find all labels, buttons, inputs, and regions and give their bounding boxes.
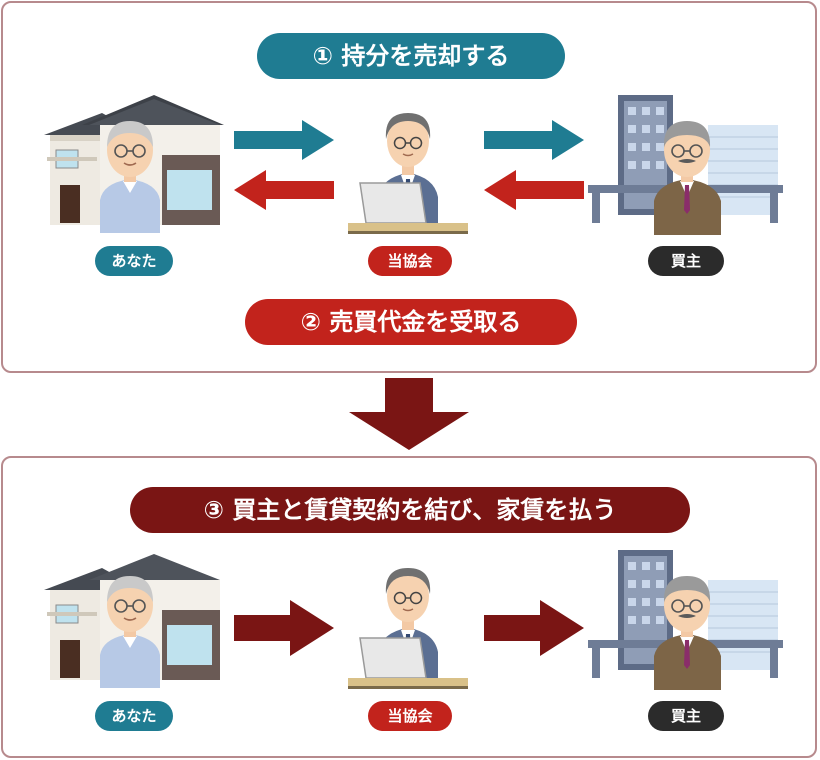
arrow-left-red (234, 170, 334, 210)
buyer-avatar (650, 115, 725, 235)
arrow-right-teal-2 (484, 120, 584, 160)
arrow-left-red-2 (484, 170, 584, 210)
label-association: 当協会 (368, 246, 452, 276)
step2-title: ② 売買代金を受取る (245, 299, 577, 345)
buyer-avatar-2 (650, 570, 725, 690)
label-buyer-2: 買主 (648, 701, 724, 731)
step3-title: ③ 買主と賃貸契約を結び、家賃を払う (130, 487, 690, 533)
association-staff-illustration (348, 105, 468, 235)
elderly-man-avatar (95, 115, 165, 233)
step1-title: ① 持分を売却する (257, 33, 565, 79)
label-association-2: 当協会 (368, 701, 452, 731)
arrow-down (349, 378, 469, 450)
arrow-right-maroon (234, 600, 334, 656)
arrow-right-teal (234, 120, 334, 160)
association-staff-illustration-2 (348, 560, 468, 690)
label-buyer: 買主 (648, 246, 724, 276)
label-you-2: あなた (95, 701, 173, 731)
label-you: あなた (95, 246, 173, 276)
elderly-man-avatar-2 (95, 570, 165, 688)
arrow-right-maroon-2 (484, 600, 584, 656)
